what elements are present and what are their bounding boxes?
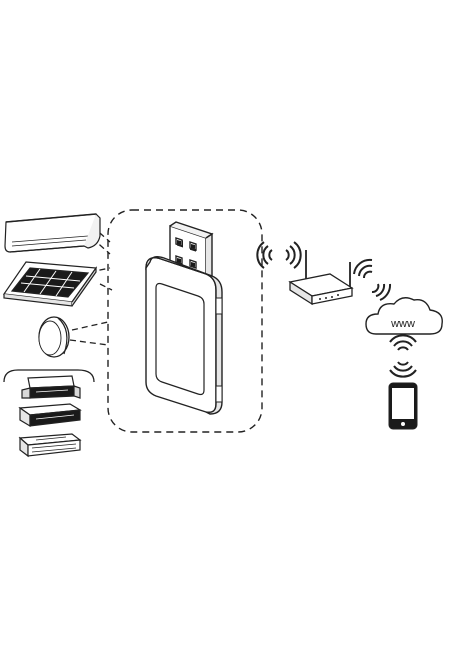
smartphone-icon [388,382,418,430]
duct-units-bracket [3,369,95,383]
wall-split-ac-icon [4,213,101,253]
wifi-router-icon [288,250,354,306]
cassette-ac-icon [2,261,98,307]
usb-wifi-adapter-icon [145,221,223,415]
cloud-icon: www [365,297,443,335]
wifi-signal-icon [353,258,392,301]
cloud-label: www [390,318,415,330]
adapter-enclosure [107,209,263,433]
wifi-signal-icon [256,241,302,269]
duct-unit-icon [18,433,82,458]
duct-unit-icon [18,403,82,428]
duct-unit-icon [21,375,81,399]
round-controller-icon [38,316,70,358]
wifi-signal-icon [389,334,417,378]
